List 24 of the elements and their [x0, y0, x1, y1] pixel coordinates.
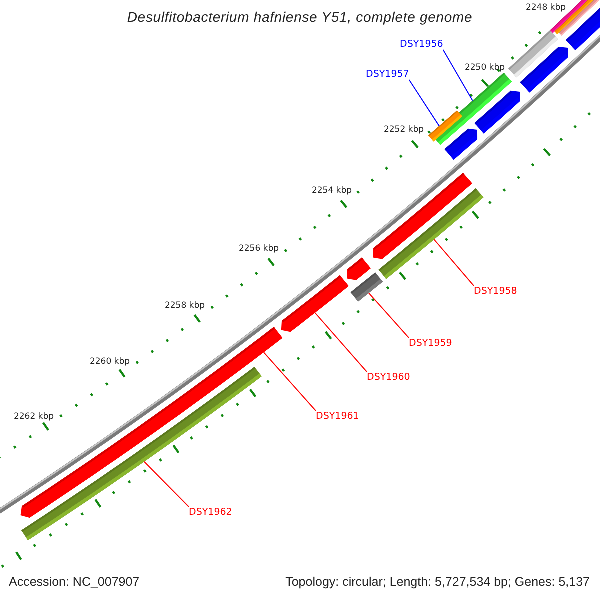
- gene-bar: [281, 275, 349, 332]
- title: Desulfitobacterium hafniense Y51, complete genome: [126, 9, 474, 25]
- leader-line: [442, 50, 474, 102]
- leader-line: [314, 312, 368, 372]
- tick-label: 2260 kbp: [90, 357, 130, 367]
- gene-label: DSY1960: [367, 372, 410, 383]
- accession-text: Accession: NC_007907: [9, 575, 140, 589]
- gene-label: DSY1962: [189, 507, 232, 518]
- gene-bar: [350, 272, 384, 302]
- gene-label: DSY1958: [474, 286, 518, 297]
- tick-label: 2262 kbp: [14, 412, 54, 422]
- genome-stats-text: Topology: circular; Length: 5,727,534 bp; Genes: 5,137: [286, 575, 590, 589]
- gene-label: DSY1956: [400, 39, 444, 50]
- leader-line: [368, 292, 410, 338]
- tick-label: 2252 kbp: [384, 125, 424, 135]
- gene-bar: [378, 188, 484, 280]
- gene-label: DSY1959: [409, 338, 452, 349]
- tick-label: 2248 kbp: [526, 3, 566, 13]
- gene-label: DSY1961: [316, 411, 360, 422]
- leader-line: [263, 352, 316, 412]
- leader-line: [144, 461, 190, 508]
- leader-line: [434, 239, 474, 286]
- gene-bar: [428, 110, 463, 142]
- gene-label: DSY1957: [366, 69, 410, 80]
